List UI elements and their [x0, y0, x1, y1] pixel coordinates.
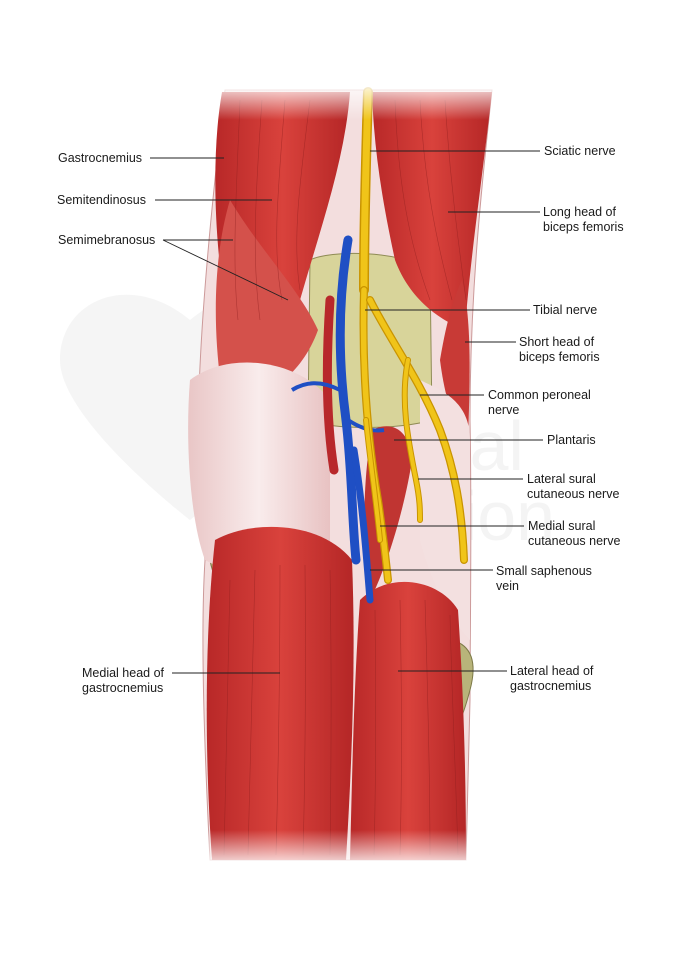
semimembranosus-muscle [215, 200, 318, 410]
bottom-fade [0, 830, 680, 870]
popliteal-vein [335, 235, 361, 565]
label-tibial-nerve: Tibial nerve [533, 303, 598, 317]
label-lateral-head: Lateral head of gastrocnemius [510, 664, 594, 693]
gastrocnemius-heads [206, 426, 466, 860]
label-gastrocnemius: Gastrocnemius [58, 151, 143, 165]
label-semitendinosus: Semitendinosus [57, 193, 146, 207]
label-short-head: Short head of biceps femoris [519, 335, 600, 364]
label-long-head: Long head of biceps femoris [543, 205, 624, 234]
label-small-saphenous: Small saphenous vein [496, 564, 592, 593]
vessels [290, 235, 385, 604]
label-common-peroneal: Common peroneal nerve [488, 388, 591, 417]
label-sciatic-nerve: Sciatic nerve [544, 144, 616, 158]
popliteal-artery [322, 295, 339, 475]
leader-semimembranosus-2 [162, 239, 289, 301]
biceps-femoris-short-head [440, 280, 470, 440]
top-fade [0, 80, 680, 120]
small-saphenous-vein [350, 446, 374, 604]
leader-lines [150, 150, 543, 674]
label-medial-head: Medial head of gastrocnemius [82, 666, 165, 695]
label-lateral-sural: Lateral sural cutaneous nerve [527, 472, 620, 501]
label-semimembranosus: Semimebranosus [58, 233, 156, 247]
lateral-head-muscle [350, 581, 466, 860]
medial-head-muscle [206, 526, 354, 860]
muscle-fibers [223, 99, 467, 856]
label-plantaris: Plantaris [547, 433, 596, 447]
label-medial-sural: Medial sural cutaneous nerve [528, 519, 621, 548]
knee-fascia [188, 362, 470, 640]
